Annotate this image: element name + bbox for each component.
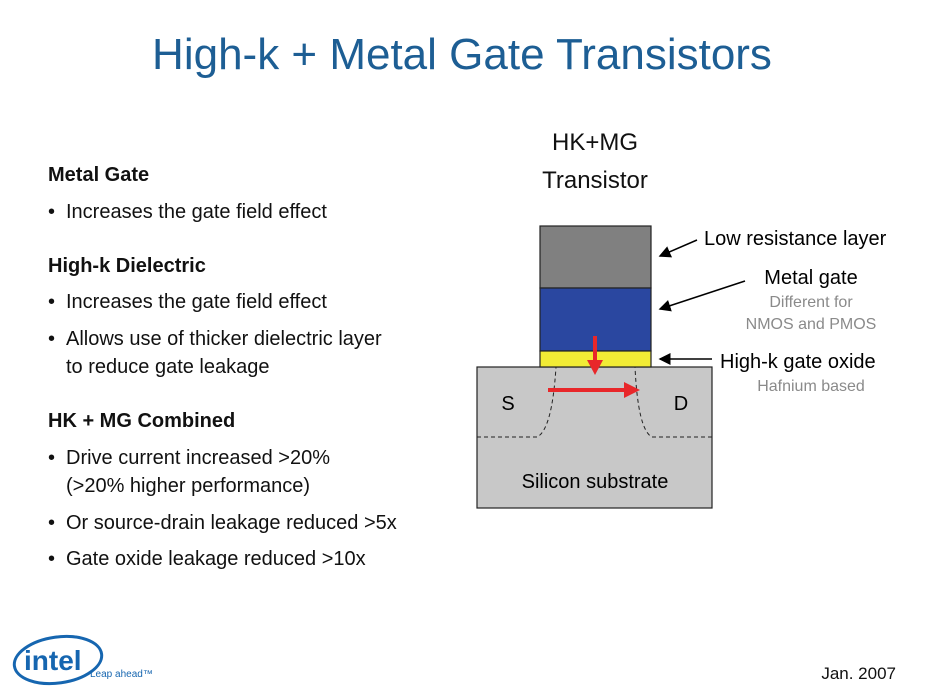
drain-junction xyxy=(634,366,712,438)
bullet: •Drive current increased >20% xyxy=(48,447,331,469)
low-resistance-layer xyxy=(539,225,652,289)
slide-title: High-k + Metal Gate Transistors xyxy=(152,30,772,79)
bullet: •Or source-drain leakage reduced >5x xyxy=(48,512,397,534)
drain-label: D xyxy=(674,393,688,415)
bullet: •Gate oxide leakage reduced >10x xyxy=(48,548,366,570)
svg-text:intel: intel xyxy=(24,645,82,676)
bullet: •Increases the gate field effect xyxy=(48,291,327,313)
bullet-continuation: to reduce gate leakage xyxy=(66,356,270,378)
heading-metal-gate: Metal Gate xyxy=(48,164,150,186)
bullet-continuation: (>20% higher performance) xyxy=(66,475,311,497)
svg-text:Leap ahead™: Leap ahead™ xyxy=(90,669,153,680)
oxide-label: High-k gate oxide xyxy=(720,351,876,373)
metal-gate-note: NMOS and PMOS xyxy=(746,316,877,333)
intel-logo: intel Leap ahead™ xyxy=(12,634,153,686)
heading-combined: HK + MG Combined xyxy=(48,410,236,432)
bullet: •Increases the gate field effect xyxy=(48,201,327,223)
low-resistance-label: Low resistance layer xyxy=(704,228,887,250)
source-label: S xyxy=(501,393,514,415)
metal-gate-note: Different for xyxy=(769,294,853,311)
metal-gate-label: Metal gate xyxy=(764,267,857,289)
substrate-label: Silicon substrate xyxy=(522,471,669,493)
date: Jan. 2007 xyxy=(821,664,896,683)
source-junction xyxy=(477,366,557,438)
bullet: •Allows use of thicker dielectric layer xyxy=(48,328,382,350)
heading-high-k: High-k Dielectric xyxy=(48,255,206,277)
oxide-note: Hafnium based xyxy=(757,378,865,395)
